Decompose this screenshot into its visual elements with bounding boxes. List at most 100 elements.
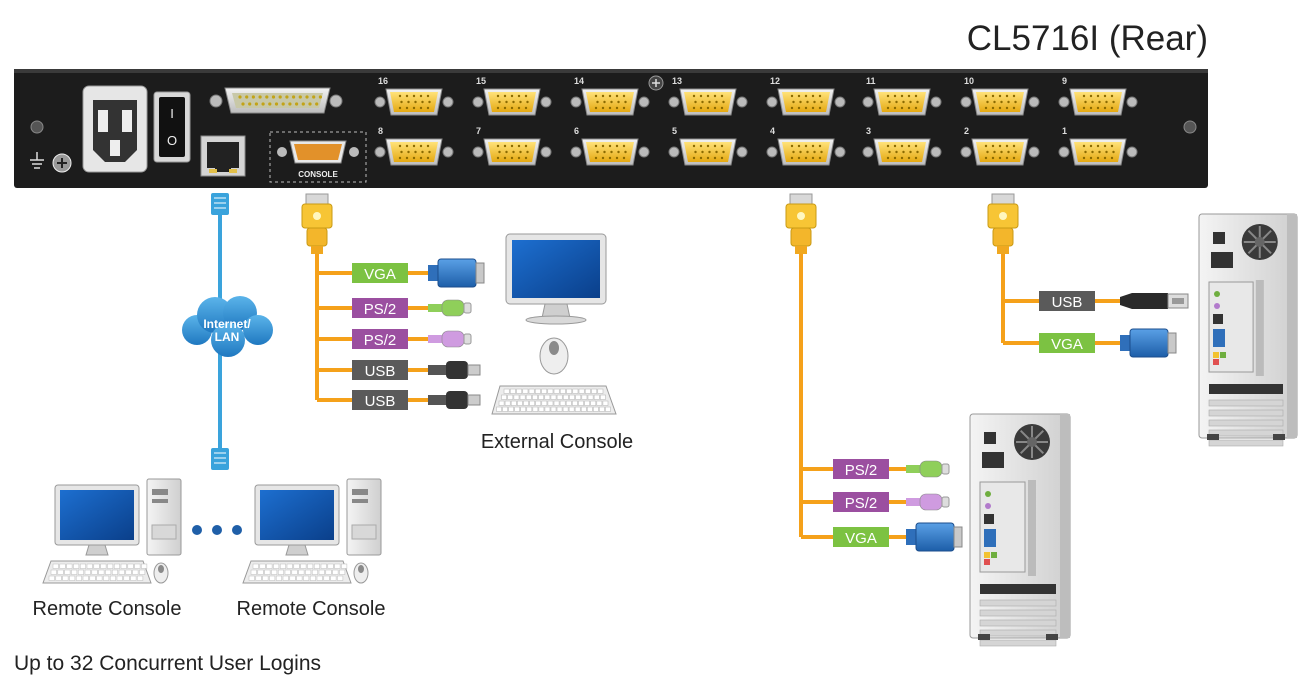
cable-label: USB bbox=[365, 393, 396, 410]
ps2g-connector-icon bbox=[428, 299, 472, 317]
mouse-icon bbox=[539, 337, 569, 375]
vga-port-number: 11 bbox=[866, 76, 876, 86]
vga-port-number: 2 bbox=[964, 126, 969, 136]
power-inlet bbox=[82, 85, 148, 173]
usb-connector-icon bbox=[428, 361, 481, 379]
vga-port bbox=[862, 138, 942, 166]
rj45-plug-bottom-icon bbox=[211, 448, 229, 470]
vga-port bbox=[766, 88, 846, 116]
vga-port bbox=[472, 88, 552, 116]
vga-plug-icon bbox=[785, 193, 817, 254]
vga-port-number: 13 bbox=[672, 76, 682, 86]
vga-port bbox=[668, 138, 748, 166]
monitor-icon bbox=[505, 233, 607, 325]
vga-port-number: 7 bbox=[476, 126, 481, 136]
cable-label: PS/2 bbox=[364, 332, 397, 349]
cable-label-box bbox=[352, 390, 408, 410]
vga-port bbox=[374, 88, 454, 116]
vga-port-number: 5 bbox=[672, 126, 677, 136]
vga-plug-icon bbox=[301, 193, 333, 254]
cable-label: VGA bbox=[1051, 336, 1083, 353]
vga-port-number: 9 bbox=[1062, 76, 1067, 86]
cable-label: VGA bbox=[845, 530, 877, 547]
cable-label-box bbox=[1039, 333, 1095, 353]
vga-port-number: 4 bbox=[770, 126, 775, 136]
cable-label-box bbox=[833, 527, 889, 547]
external-console-equipment bbox=[491, 233, 617, 415]
cable-label-box bbox=[352, 263, 408, 283]
cloud-label-line2: LAN bbox=[215, 330, 240, 344]
ps2g-connector-icon bbox=[906, 460, 950, 478]
vga-port bbox=[1058, 138, 1138, 166]
power-switch-on-label: I bbox=[170, 106, 174, 121]
db25-port bbox=[209, 87, 343, 114]
remote-pc-icon bbox=[42, 478, 182, 584]
ps2p-connector-icon bbox=[906, 493, 950, 511]
fan-icon bbox=[1241, 224, 1278, 260]
vga-connector-icon bbox=[428, 258, 485, 288]
cable-label: USB bbox=[1052, 294, 1083, 311]
vga-port bbox=[960, 88, 1040, 116]
console-port: CONSOLE bbox=[269, 131, 367, 183]
server-tower-usb bbox=[1198, 213, 1298, 447]
vga-port-number: 15 bbox=[476, 76, 486, 86]
power-switch-off-label: O bbox=[167, 133, 177, 148]
vga-port-number: 8 bbox=[378, 126, 383, 136]
vga-port-number: 10 bbox=[964, 76, 974, 86]
vga-port bbox=[570, 88, 650, 116]
fan-icon bbox=[1014, 424, 1050, 460]
cloud-label-line1: Internet/ bbox=[203, 317, 251, 331]
vga-port bbox=[374, 138, 454, 166]
footer-caption: Up to 32 Concurrent User Logins bbox=[14, 652, 321, 675]
cable-label-box bbox=[833, 492, 889, 512]
remote-pc-icon bbox=[242, 478, 382, 584]
vga-port bbox=[570, 138, 650, 166]
network-link: Internet/ LAN bbox=[182, 193, 273, 470]
vga-port bbox=[668, 88, 748, 116]
internet-cloud-icon: Internet/ LAN bbox=[182, 296, 273, 357]
vga-port bbox=[1058, 88, 1138, 116]
lan-port bbox=[200, 135, 246, 177]
cable-label: PS/2 bbox=[845, 495, 878, 512]
vga-port-number: 3 bbox=[866, 126, 871, 136]
ps2p-connector-icon bbox=[428, 330, 472, 348]
ellipsis-dots-icon bbox=[192, 525, 242, 535]
power-switch[interactable]: I O bbox=[153, 91, 191, 163]
cable-label: USB bbox=[365, 363, 396, 380]
server-tower-ps2 bbox=[969, 413, 1071, 647]
vga-port bbox=[766, 138, 846, 166]
cable-label-box bbox=[1039, 291, 1095, 311]
cable-label: PS/2 bbox=[364, 301, 397, 318]
vga-plug-icon bbox=[987, 193, 1019, 254]
vga-port-grid: 16 15 14 13 12 11 10 9 8 7 6 5 4 3 2 1 bbox=[374, 76, 1138, 166]
vga-port-number: 1 bbox=[1062, 126, 1067, 136]
page-title: CL5716I (Rear) bbox=[967, 19, 1208, 58]
kvm-rear-panel bbox=[14, 69, 1208, 188]
vga-port bbox=[862, 88, 942, 116]
vga-connector-icon bbox=[906, 522, 963, 552]
vga-port-number: 6 bbox=[574, 126, 579, 136]
vga-port-number: 12 bbox=[770, 76, 780, 86]
usb-connector-icon bbox=[428, 391, 481, 409]
ground-icon bbox=[30, 152, 72, 173]
cable-label-box bbox=[352, 329, 408, 349]
vga-port bbox=[472, 138, 552, 166]
vga-port bbox=[960, 138, 1040, 166]
cable-label: VGA bbox=[364, 266, 396, 283]
rj45-plug-top-icon bbox=[211, 193, 229, 215]
cable-label-box bbox=[352, 298, 408, 318]
external-console-caption: External Console bbox=[481, 431, 633, 453]
console-port-label: CONSOLE bbox=[298, 170, 338, 179]
remote-console-group bbox=[42, 478, 382, 584]
remote-console-caption-2: Remote Console bbox=[237, 598, 386, 620]
cable-label: PS/2 bbox=[845, 462, 878, 479]
remote-console-caption-1: Remote Console bbox=[33, 598, 182, 620]
keyboard-icon bbox=[491, 385, 617, 415]
vga-port-number: 14 bbox=[574, 76, 584, 86]
cable-label-box bbox=[833, 459, 889, 479]
cable-label-box bbox=[352, 360, 408, 380]
vga-connector-icon bbox=[1120, 328, 1177, 358]
vga-port-number: 16 bbox=[378, 76, 388, 86]
